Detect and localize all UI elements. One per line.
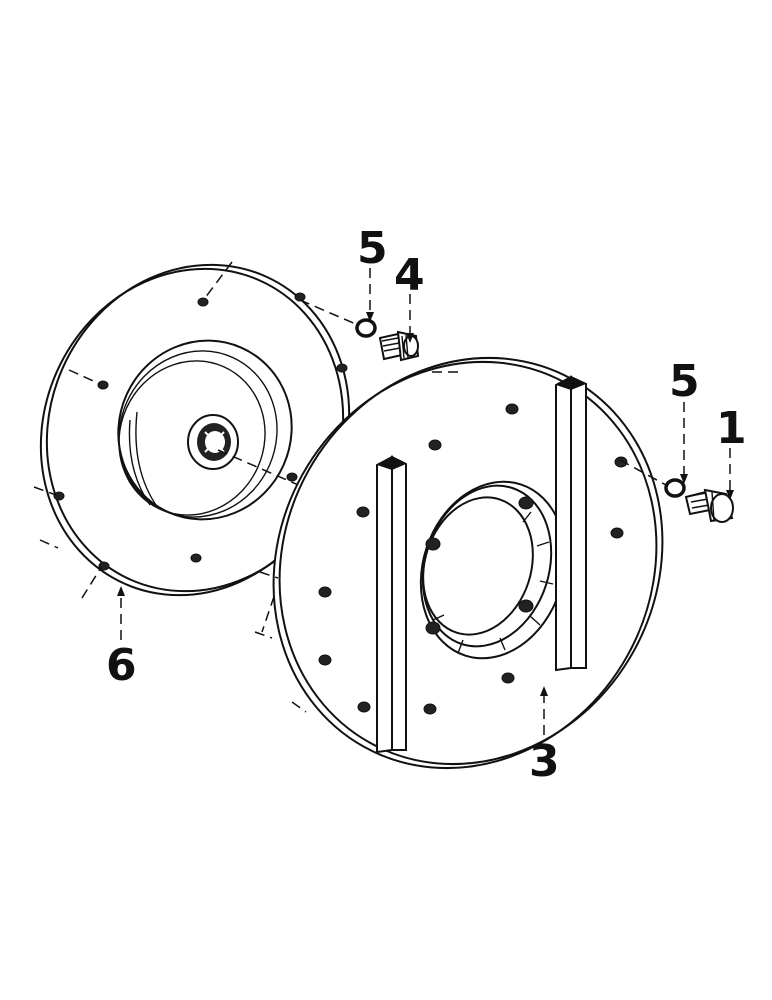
splined-hub [187, 414, 239, 470]
callout-labels: 5 4 5 1 6 3 [106, 223, 747, 787]
leader-lines [117, 268, 734, 735]
left-mounting-strap [376, 455, 407, 754]
flex-plate-alignment-lines [33, 261, 311, 633]
right-mounting-strap [555, 375, 587, 672]
callout-1: 1 [716, 403, 747, 454]
adapter-bolt-holes [318, 403, 628, 715]
callout-5-upper: 5 [357, 223, 388, 274]
lock-washer-part-5-upper [355, 318, 377, 338]
flex-plate-part-6 [39, 263, 351, 597]
callout-6: 6 [106, 640, 137, 691]
adapter-plate-part-3 [272, 356, 664, 770]
flex-plate-bolt-holes [53, 292, 348, 571]
callout-3: 3 [529, 736, 560, 787]
capscrew-part-4 [378, 330, 420, 362]
lock-washer-part-5-lower [664, 478, 686, 498]
fastener-alignment-lines [299, 299, 667, 486]
capscrew-part-1 [684, 488, 734, 523]
callout-5-lower: 5 [669, 356, 700, 407]
adapter-plate-alignment-lines [254, 371, 462, 713]
callout-4: 4 [394, 250, 425, 301]
